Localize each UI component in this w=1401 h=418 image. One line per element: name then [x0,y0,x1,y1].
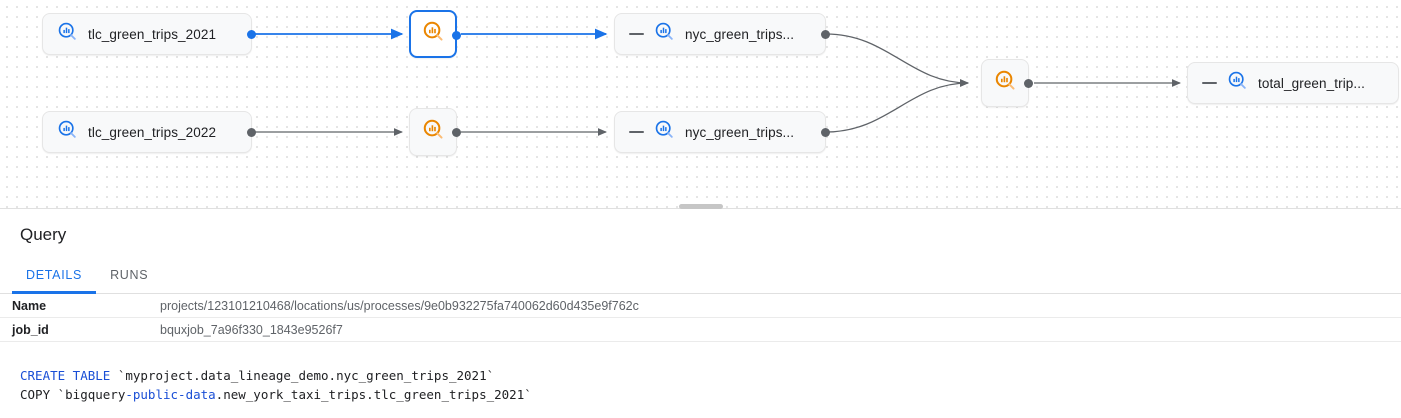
graph-node-tlc-green-trips-2021[interactable]: tlc_green_trips_2021 [42,13,256,55]
graph-node-label: nyc_green_trips... [685,26,795,42]
property-key: job_id [12,322,49,337]
dataplex-process-icon [994,69,1017,97]
graph-node-nyc-green-trips-1[interactable]: nyc_green_trips... [614,13,830,55]
dataplex-process-icon [422,118,445,146]
graph-node-tlc-green-trips-2022[interactable]: tlc_green_trips_2022 [42,111,256,153]
bigquery-table-icon [57,21,78,47]
property-row-job-id: job_id bquxjob_7a96f330_1843e9526f7 [0,318,1401,342]
tab-runs[interactable]: RUNS [110,268,149,282]
graph-node-label: tlc_green_trips_2021 [88,26,217,42]
graph-node-process-2[interactable] [409,108,461,156]
property-value: bquxjob_7a96f330_1843e9526f7 [160,322,343,337]
graph-node-process-3[interactable] [981,59,1033,107]
dataplex-process-icon [422,20,445,48]
sql-line2-rest: .new_york_taxi_trips.tlc_green_trips_202… [215,387,532,402]
edge-nyc1-to-proc3 [825,33,970,87]
collapse-icon[interactable] [629,33,644,35]
graph-node-label: total_green_trip... [1258,75,1365,91]
tab-details[interactable]: DETAILS [12,268,97,294]
property-value: projects/123101210468/locations/us/proce… [160,298,639,313]
bigquery-table-icon [57,119,78,145]
bigquery-table-icon [654,21,675,47]
collapse-icon[interactable] [629,131,644,133]
bigquery-table-icon [654,119,675,145]
sql-line2-prefix: COPY `bigquery [20,387,126,402]
panel-resize-handle[interactable] [678,204,723,209]
property-row-name: Name projects/123101210468/locations/us/… [0,294,1401,318]
graph-node-total-green-trips[interactable]: total_green_trip... [1187,62,1399,104]
sql-code-block: CREATE TABLE `myproject.data_lineage_dem… [0,366,1401,404]
query-details-panel: Query DETAILS RUNS Name projects/1231012… [0,204,1401,418]
sql-keyword-create-table: CREATE TABLE [20,368,111,383]
properties-table: Name projects/123101210468/locations/us/… [0,294,1401,342]
graph-node-nyc-green-trips-2[interactable]: nyc_green_trips... [614,111,830,153]
sql-line1-rest: `myproject.data_lineage_demo.nyc_green_t… [110,368,495,383]
panel-title: Query [20,225,67,244]
node-output-port[interactable] [247,128,256,137]
graph-node-label: nyc_green_trips... [685,124,795,140]
node-output-port[interactable] [452,128,461,137]
lineage-graph-canvas[interactable]: tlc_green_trips_2021 ny [0,0,1401,208]
sql-keyword-public-data: -public-data [125,387,216,402]
property-key: Name [12,298,47,313]
panel-tabs: DETAILS RUNS [0,255,1401,294]
node-output-port[interactable] [821,30,830,39]
bigquery-table-icon [1227,70,1248,96]
graph-node-process-1[interactable] [409,10,461,58]
collapse-icon[interactable] [1202,82,1217,84]
node-output-port[interactable] [821,128,830,137]
node-output-port[interactable] [1024,79,1033,88]
graph-node-label: tlc_green_trips_2022 [88,124,217,140]
node-output-port[interactable] [452,31,461,40]
node-output-port[interactable] [247,30,256,39]
edge-nyc2-to-proc3 [825,79,970,133]
